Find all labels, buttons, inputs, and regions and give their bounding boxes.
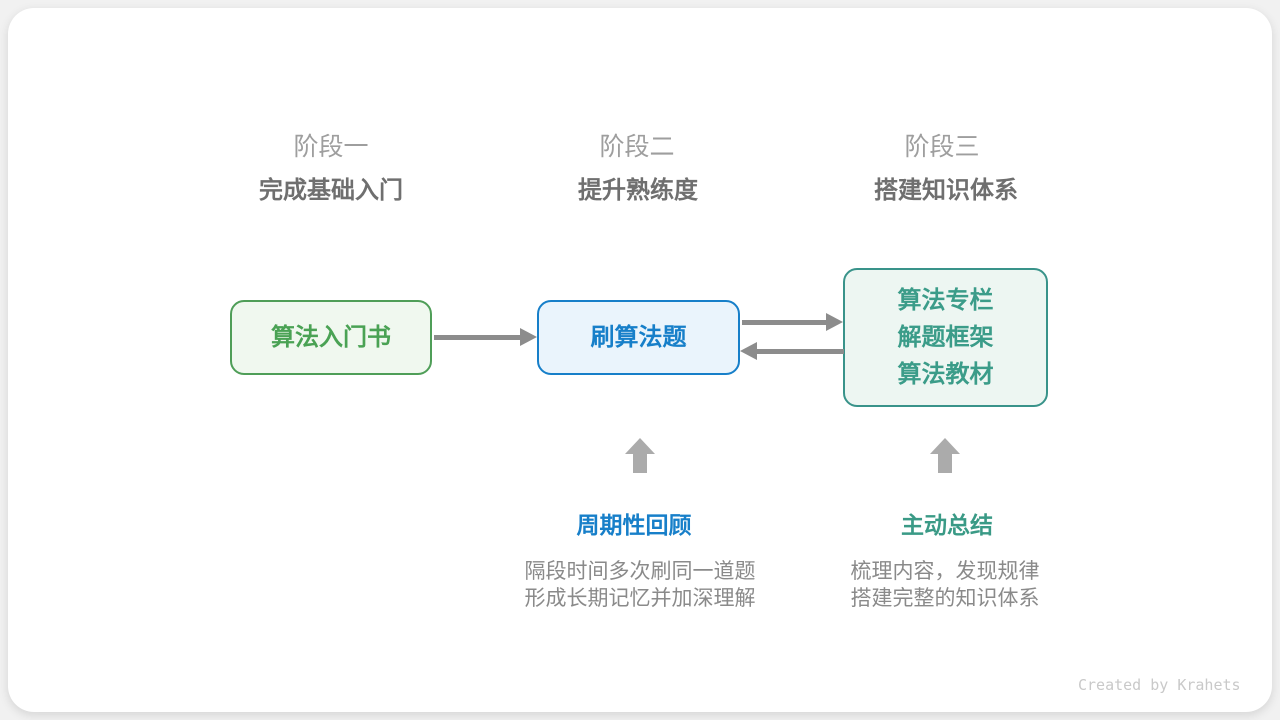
annotation-review-description: 隔段时间多次刷同一道题 形成长期记忆并加深理解 [525, 558, 756, 612]
stage-2-label: 阶段二 [599, 133, 675, 161]
annotation-summary-desc-line-1: 梳理内容，发现规律 [850, 560, 1040, 583]
annotation-review-desc-line-2: 形成长期记忆并加深理解 [524, 587, 756, 610]
node-intro-book-label: 算法入门书 [271, 324, 391, 351]
annotation-review-title: 周期性回顾 [576, 512, 692, 538]
stage-2-subtitle: 提升熟练度 [578, 177, 698, 204]
node-intro-book: 算法入门书 [230, 300, 432, 375]
arrow-head-right-icon [826, 313, 843, 331]
stage-3-label: 阶段三 [904, 133, 980, 161]
arrow-line [757, 349, 844, 354]
node-knowledge-resources: 算法专栏 解题框架 算法教材 [843, 268, 1048, 407]
node-practice-problems: 刷算法题 [537, 300, 740, 375]
node-resource-line-3: 算法教材 [897, 361, 994, 388]
node-practice-problems-label: 刷算法题 [590, 324, 687, 351]
annotation-review-desc-line-1: 隔段时间多次刷同一道题 [524, 560, 756, 583]
arrow-head-left-icon [740, 342, 757, 360]
stage-3-subtitle: 搭建知识体系 [874, 177, 1018, 204]
node-resource-line-1: 算法专栏 [897, 287, 994, 314]
annotation-summary-desc-line-2: 搭建完整的知识体系 [850, 587, 1040, 610]
up-arrow-tail [938, 454, 952, 473]
arrow-head-right-icon [520, 328, 537, 346]
stage-1-label: 阶段一 [293, 133, 369, 161]
up-arrow-head-icon [930, 438, 960, 454]
node-resource-line-2: 解题框架 [897, 324, 994, 351]
up-arrow-head-icon [625, 438, 655, 454]
arrow-line [434, 335, 522, 340]
up-arrow-tail [633, 454, 647, 473]
annotation-summary-title: 主动总结 [901, 512, 993, 538]
annotation-summary-description: 梳理内容，发现规律 搭建完整的知识体系 [851, 558, 1040, 612]
stage-1-subtitle: 完成基础入门 [259, 177, 403, 204]
arrow-line [742, 320, 827, 325]
credit-text: Created by Krahets [1078, 676, 1241, 694]
